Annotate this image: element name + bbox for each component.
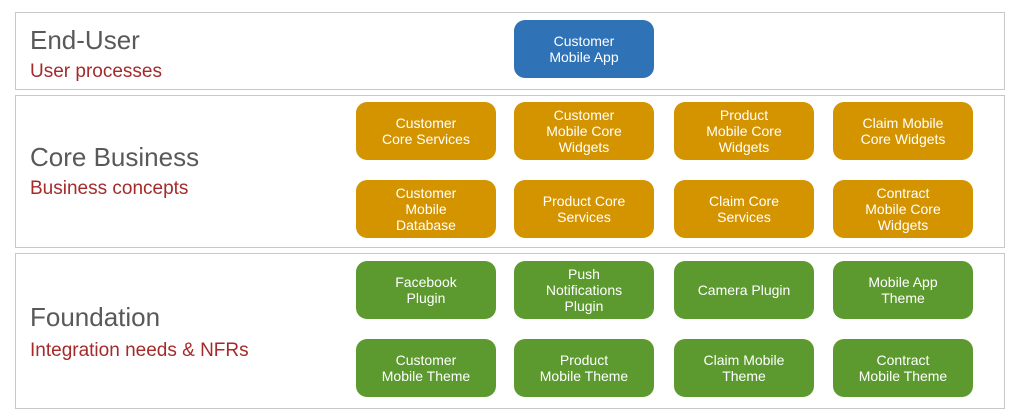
core-business-title: Core Business bbox=[30, 142, 200, 172]
camera-plugin-box[interactable]: Camera Plugin bbox=[674, 261, 814, 319]
foundation-title: Foundation bbox=[30, 302, 161, 332]
claim-mobile-theme-box[interactable]: Claim Mobile Theme bbox=[674, 339, 814, 397]
product-core-services-box[interactable]: Product Core Services bbox=[514, 180, 654, 238]
contract-mobile-core-widgets-box[interactable]: Contract Mobile Core Widgets bbox=[833, 180, 973, 238]
product-mobile-theme-box[interactable]: Product Mobile Theme bbox=[514, 339, 654, 397]
end-user-subtitle: User processes bbox=[30, 61, 162, 82]
customer-core-services-box[interactable]: Customer Core Services bbox=[356, 102, 496, 160]
end-user-layer: End-User User processes bbox=[15, 12, 1005, 90]
claim-mobile-core-widgets-box[interactable]: Claim Mobile Core Widgets bbox=[833, 102, 973, 160]
foundation-subtitle: Integration needs & NFRs bbox=[30, 340, 249, 361]
claim-core-services-box[interactable]: Claim Core Services bbox=[674, 180, 814, 238]
customer-mobile-app-box[interactable]: Customer Mobile App bbox=[514, 20, 654, 78]
customer-mobile-theme-box[interactable]: Customer Mobile Theme bbox=[356, 339, 496, 397]
mobile-app-theme-box[interactable]: Mobile App Theme bbox=[833, 261, 973, 319]
customer-mobile-core-widgets-box[interactable]: Customer Mobile Core Widgets bbox=[514, 102, 654, 160]
push-notifications-plugin-box[interactable]: Push Notifications Plugin bbox=[514, 261, 654, 319]
product-mobile-core-widgets-box[interactable]: Product Mobile Core Widgets bbox=[674, 102, 814, 160]
customer-mobile-database-box[interactable]: Customer Mobile Database bbox=[356, 180, 496, 238]
contract-mobile-theme-box[interactable]: Contract Mobile Theme bbox=[833, 339, 973, 397]
end-user-title: End-User bbox=[30, 25, 140, 55]
facebook-plugin-box[interactable]: Facebook Plugin bbox=[356, 261, 496, 319]
core-business-subtitle: Business concepts bbox=[30, 178, 189, 199]
